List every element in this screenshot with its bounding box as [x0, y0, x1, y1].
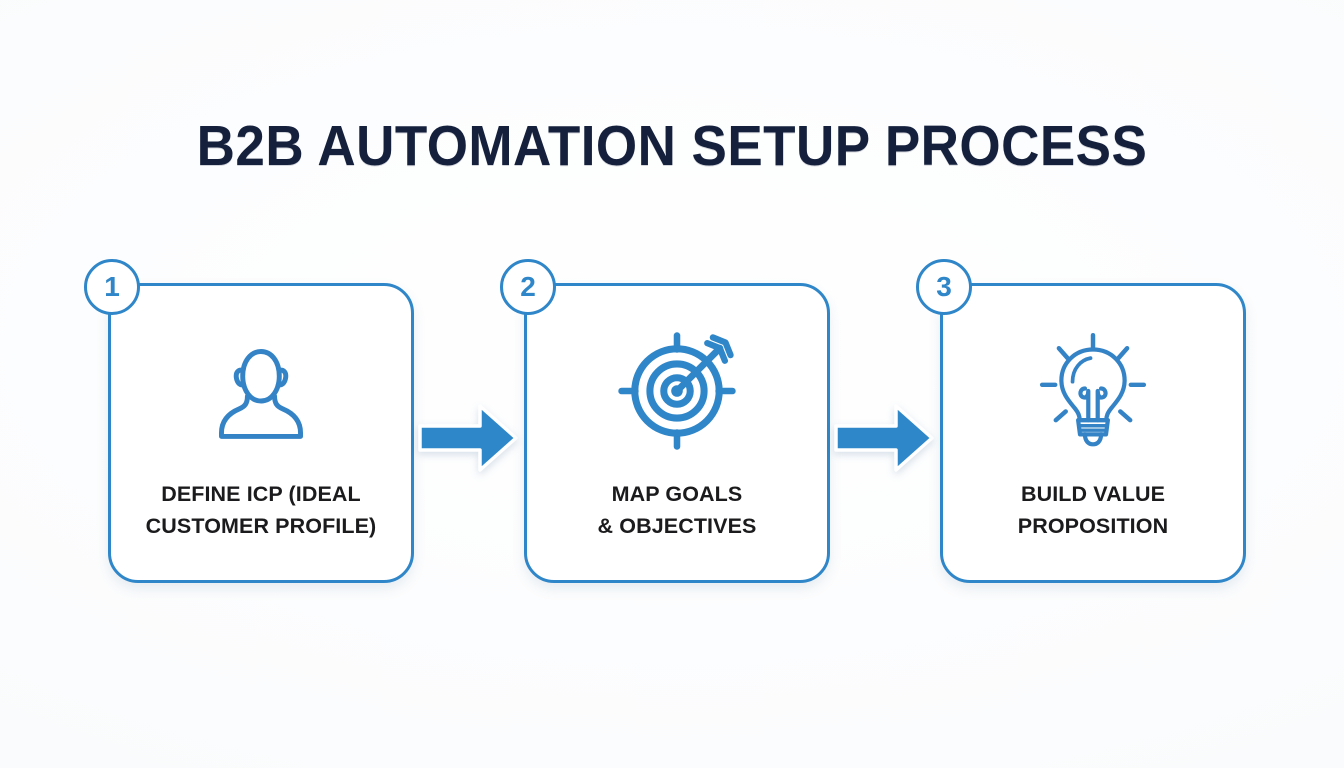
step-label-2: MAP GOALS & OBJECTIVES	[541, 478, 813, 542]
step-label-2-line2: & OBJECTIVES	[597, 514, 757, 538]
step-label-2-line1: MAP GOALS	[611, 482, 743, 506]
step-card-2[interactable]: 2	[500, 259, 830, 583]
lightbulb-icon	[943, 326, 1243, 456]
arrow-right-icon-1	[416, 399, 520, 477]
person-icon	[111, 326, 411, 456]
step-label-3-line2: PROPOSITION	[1017, 514, 1169, 538]
step-number-badge-3: 3	[916, 259, 972, 315]
target-arrow-icon	[527, 326, 827, 456]
step-card-3[interactable]: 3	[916, 259, 1246, 583]
arrow-right-icon-2	[832, 399, 936, 477]
step-number-badge-2: 2	[500, 259, 556, 315]
process-flow: 1 DEFINE ICP (IDEAL CUSTOMER PROFILE)	[0, 259, 1344, 588]
step-label-1-line2: CUSTOMER PROFILE)	[145, 514, 377, 538]
step-label-1: DEFINE ICP (IDEAL CUSTOMER PROFILE)	[125, 478, 397, 542]
step-label-3-line1: BUILD VALUE	[1020, 482, 1166, 506]
page-title: B2B AUTOMATION SETUP PROCESS	[196, 114, 1148, 178]
step-number-badge-1: 1	[84, 259, 140, 315]
step-label-3: BUILD VALUE PROPOSITION	[957, 478, 1229, 542]
step-card-1[interactable]: 1 DEFINE ICP (IDEAL CUSTOMER PROFILE)	[84, 259, 414, 583]
step-label-1-line1: DEFINE ICP (IDEAL	[161, 482, 361, 506]
